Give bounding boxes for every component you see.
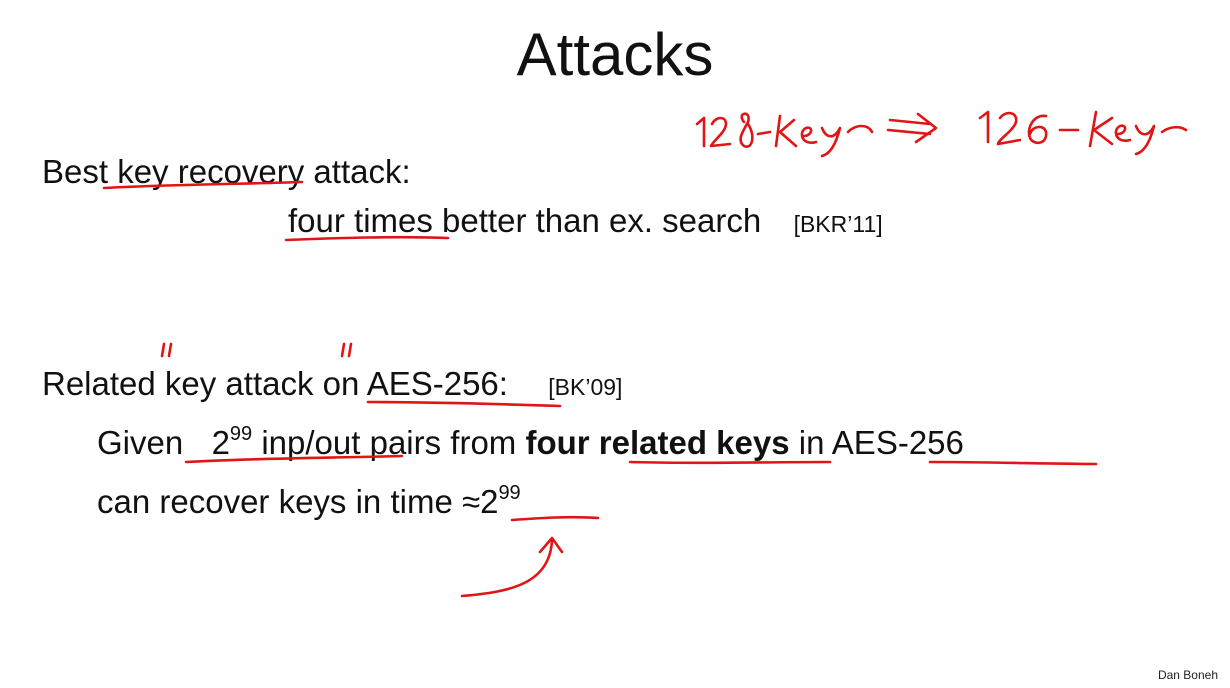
- inp-out-text: inp/out: [252, 424, 361, 461]
- pairs-from-text: pairs from: [360, 424, 526, 461]
- two-power-base: 2: [211, 424, 230, 461]
- footer-author: Dan Boneh: [1157, 668, 1218, 682]
- ink-underline-recover-power: [510, 515, 600, 522]
- bkr11-citation: [BKR’11]: [793, 211, 883, 237]
- aes256-text: AES-256: [831, 424, 964, 461]
- bk09-citation: [BK’09]: [548, 374, 623, 400]
- best-attack-detail: four times better than ex. search [BKR’1…: [288, 201, 883, 244]
- recover-power-base: 2: [480, 483, 499, 520]
- ink-quote-right: [340, 342, 353, 358]
- recover-text: can recover keys in time ≈: [97, 483, 481, 520]
- best-attack-heading-text: Best key recovery attack:: [42, 153, 411, 190]
- in-text: in: [789, 424, 832, 461]
- recover-line: can recover keys in time ≈299: [97, 482, 521, 522]
- ink-quote-left: [160, 342, 173, 358]
- related-key-heading: Related key attack on AES-256: [BK’09]: [42, 364, 622, 407]
- ink-arrow: [460, 536, 564, 598]
- two-power-exponent: 99: [229, 423, 253, 445]
- better-than-text: better than ex. search: [432, 202, 762, 239]
- ink-key-size-note: [695, 110, 1188, 158]
- best-attack-heading: Best key recovery attack:: [42, 152, 411, 192]
- slide-title: Attacks: [516, 21, 714, 88]
- four-times-text: four times: [288, 202, 433, 239]
- given-text: Given: [97, 424, 184, 461]
- recover-power-exponent: 99: [498, 482, 521, 504]
- four-related-keys-text: four related keys: [525, 424, 790, 461]
- related-key-heading-text: Related key attack on AES-256:: [42, 365, 508, 402]
- given-line: Given 299 inp/out pairs from four relate…: [97, 423, 964, 463]
